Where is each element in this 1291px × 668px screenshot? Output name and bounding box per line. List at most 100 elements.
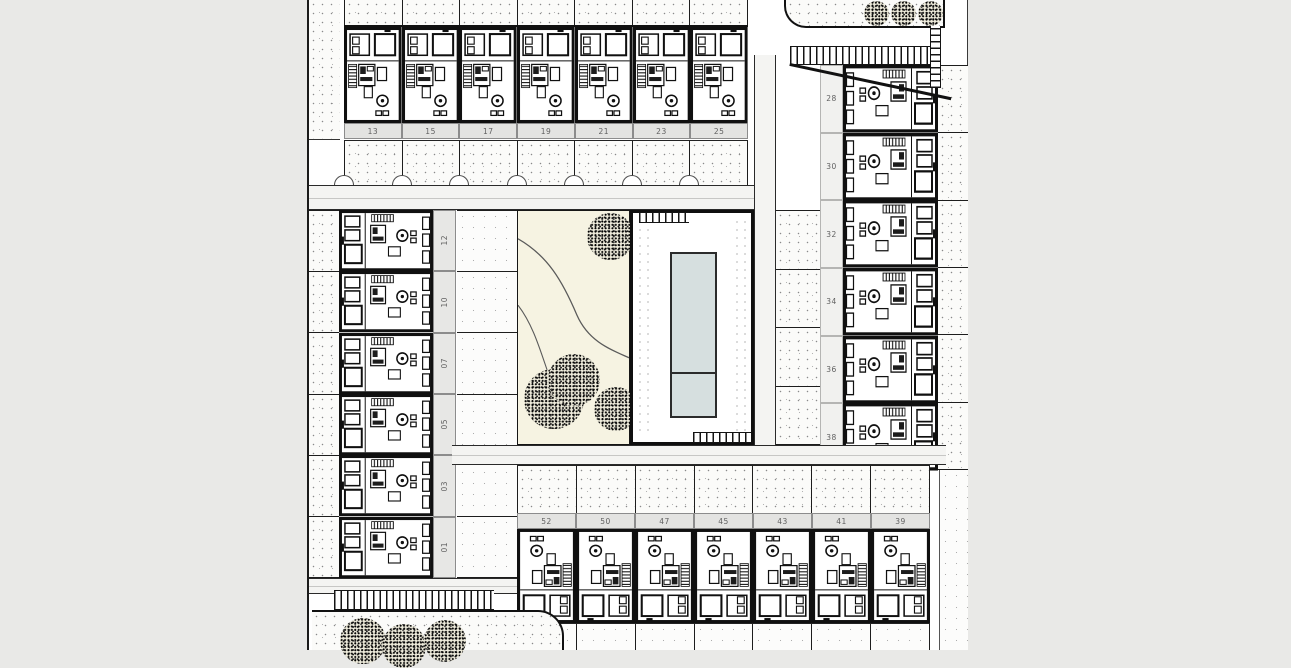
unit: 03 [339, 455, 457, 517]
unit-floorplan [843, 268, 938, 336]
unit-row-top: 13 15 17 19 21 23 25 [344, 27, 749, 139]
unit-number: 34 [820, 268, 843, 336]
yard-cell [457, 332, 517, 394]
stair-strip [930, 26, 941, 88]
unit-floorplan [339, 271, 433, 332]
unit-floorplan [843, 336, 938, 404]
unit-floorplan [694, 529, 753, 623]
yard-cell [449, 141, 517, 185]
yard-cell [564, 141, 632, 185]
unit-number: 50 [576, 513, 635, 529]
unit: 07 [339, 332, 457, 394]
pool-steps [693, 432, 751, 443]
unit: 43 [753, 513, 812, 623]
yard-cell [309, 332, 339, 394]
yard-cell [938, 334, 968, 402]
gardens-left [309, 210, 339, 579]
entry-ramp [790, 46, 940, 65]
unit-floorplan [517, 27, 575, 123]
unit-floorplan [576, 529, 635, 623]
yard-cell [631, 0, 690, 25]
unit-number: 01 [433, 516, 456, 578]
unit: 25 [690, 27, 749, 139]
unit-floorplan [635, 529, 694, 623]
yard-cell [938, 199, 968, 267]
yard-cell [506, 141, 575, 185]
unit-floorplan [517, 529, 576, 623]
unit-number: 03 [433, 455, 456, 517]
yard-cell [309, 454, 339, 516]
tree-icon [424, 620, 466, 662]
unit: 45 [694, 513, 753, 623]
unit-floorplan [575, 27, 633, 123]
street-planter [784, 0, 945, 28]
unit-number: 25 [690, 123, 749, 139]
door-swing-arc [621, 175, 642, 185]
front-yards-bottom [517, 465, 931, 513]
site-plan-sheet: 13 15 17 19 21 23 25 12 10 07 [307, 0, 968, 668]
door-swing-arc [679, 175, 700, 185]
yard-cell [334, 141, 402, 185]
yard-cell [634, 466, 694, 513]
yard-cell [938, 65, 968, 133]
yard-cell [575, 466, 635, 513]
yard-cell [752, 466, 812, 513]
unit-number: 19 [517, 123, 575, 139]
gardens-right-outer [938, 65, 968, 470]
unit-number: 47 [635, 513, 694, 529]
unit-row-bottom: 52 50 47 45 43 41 39 [517, 513, 930, 623]
unit: 19 [517, 27, 575, 139]
unit: 30 [820, 132, 938, 201]
unit-floorplan [871, 529, 930, 623]
yard-cell [811, 624, 871, 650]
yard-cell [689, 0, 749, 25]
yard-cell [679, 141, 749, 185]
unit: 01 [339, 516, 457, 578]
door-swing-arc [391, 175, 412, 185]
front-yards-top [334, 140, 749, 185]
gardens-right-inner [776, 210, 820, 445]
unit-number: 32 [820, 200, 843, 269]
yard-cell [309, 271, 339, 333]
unit-floorplan [459, 27, 517, 123]
unit: 32 [820, 200, 938, 269]
unit-number: 30 [820, 132, 843, 201]
unit-number: 12 [433, 210, 456, 272]
unit: 13 [344, 27, 402, 139]
rear-gardens-top [344, 0, 749, 27]
unit: 50 [576, 513, 635, 623]
street-planter [312, 610, 564, 668]
tree-icon [864, 1, 889, 26]
yard-cell [574, 0, 632, 25]
yard-cell [517, 466, 576, 513]
swimming-pool [670, 252, 717, 418]
door-swing-arc [506, 175, 527, 185]
yard-cell [457, 271, 517, 333]
yard-cell [870, 466, 931, 513]
yard-cell [391, 141, 460, 185]
yard-cell [870, 624, 931, 650]
yard-cell [457, 210, 517, 272]
unit-number: 41 [812, 513, 871, 529]
unit-floorplan [843, 65, 938, 133]
tree-icon [587, 213, 634, 260]
yard-cell [309, 210, 339, 272]
pool-deck [630, 210, 754, 445]
unit-number: 13 [344, 123, 402, 139]
unit-floorplan [339, 333, 433, 394]
yard-cell [516, 0, 575, 25]
yard-cell [575, 624, 635, 650]
yard-cell [811, 466, 871, 513]
yard-cell [457, 515, 517, 579]
unit-floorplan [344, 27, 402, 123]
unit-floorplan [843, 200, 938, 268]
tree-icon [891, 1, 916, 26]
unit-floorplan [339, 210, 433, 271]
unit: 34 [820, 268, 938, 336]
yard-cell [344, 0, 402, 25]
road [452, 445, 946, 465]
unit: 12 [339, 210, 457, 272]
unit: 28 [820, 65, 938, 133]
yard-cell [309, 393, 339, 455]
unit: 52 [517, 513, 576, 623]
